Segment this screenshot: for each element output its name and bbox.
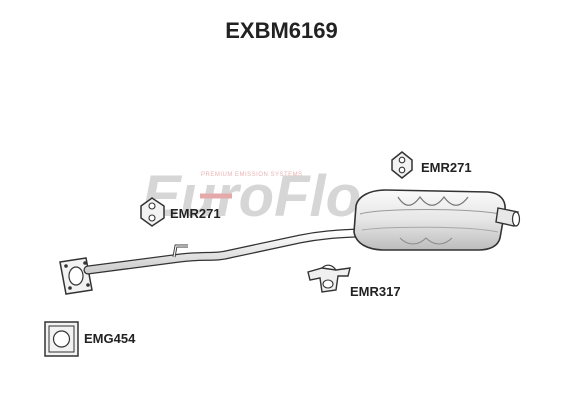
rear-silencer	[353, 189, 521, 251]
front-flange	[59, 257, 93, 295]
intermediate-pipe	[83, 225, 387, 275]
label-bracket: EMR317	[350, 284, 401, 299]
watermark-tagline: PREMIUM EMISSION SYSTEMS	[201, 172, 303, 178]
label-gasket: EMG454	[84, 331, 136, 346]
bracket-emr317	[307, 264, 351, 293]
gasket-emg454	[44, 321, 79, 357]
hanger-emr271-left	[140, 197, 165, 227]
label-hanger-top: EMR271	[421, 160, 472, 175]
watermark-logo: EuroFlo	[142, 164, 361, 229]
watermark-brand: EuroFlo	[142, 164, 361, 229]
hanger-emr271-top	[391, 151, 413, 179]
label-hanger-left: EMR271	[170, 206, 221, 221]
pipe-hanger-hook	[172, 244, 188, 258]
diagram-title: EXBM6169	[225, 18, 338, 43]
